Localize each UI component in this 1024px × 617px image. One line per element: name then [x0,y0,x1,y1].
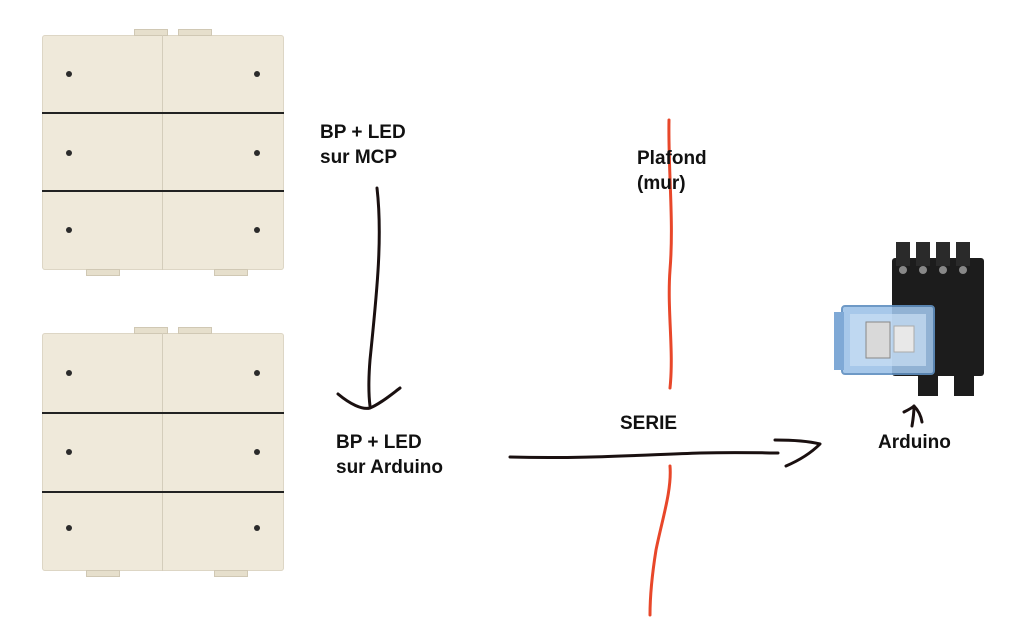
panel-clip [214,570,248,577]
arrow-down-icon [367,186,381,408]
panel-clip [134,327,168,334]
label-line: (mur) [637,173,686,194]
panel-divider [42,190,284,192]
switch-panel-top [42,29,284,276]
led-dot [254,370,260,376]
wall-line-lower [648,464,672,617]
label-line: Plafond [637,148,707,169]
panel-clip [214,269,248,276]
label-line: sur MCP [320,147,398,168]
arrow-right-icon [508,451,780,460]
label-plafond: Plafond (mur) [637,146,707,196]
led-dot [66,525,72,531]
relay-icon [834,242,984,396]
led-dot [66,71,72,77]
arrow-up-icon [902,404,924,428]
label-bp-led-arduino: BP + LED sur Arduino [336,430,443,480]
arrow-right-head [773,438,822,468]
panel-clip [178,327,212,334]
led-dot [66,449,72,455]
label-bp-led-mcp: BP + LED sur MCP [320,120,406,170]
switch-panel-bottom [42,327,284,577]
led-dot [254,525,260,531]
panel-divider [42,491,284,493]
label-line: sur Arduino [336,457,443,478]
led-dot [254,71,260,77]
arrow-down-head [336,386,402,410]
panel-divider [162,333,163,571]
label-arduino: Arduino [878,432,951,453]
label-line: BP + LED [336,432,422,453]
panel-divider [42,412,284,414]
panel-divider [42,112,284,114]
panel-clip [86,570,120,577]
led-dot [254,449,260,455]
led-dot [254,150,260,156]
label-serie: SERIE [620,413,678,434]
led-dot [66,370,72,376]
led-dot [254,227,260,233]
wall-line-upper [667,118,673,390]
panel-divider [162,35,163,270]
panel-clip [134,29,168,36]
panel-clip [178,29,212,36]
led-dot [66,227,72,233]
led-dot [66,150,72,156]
label-line: BP + LED [320,122,406,143]
panel-clip [86,269,120,276]
